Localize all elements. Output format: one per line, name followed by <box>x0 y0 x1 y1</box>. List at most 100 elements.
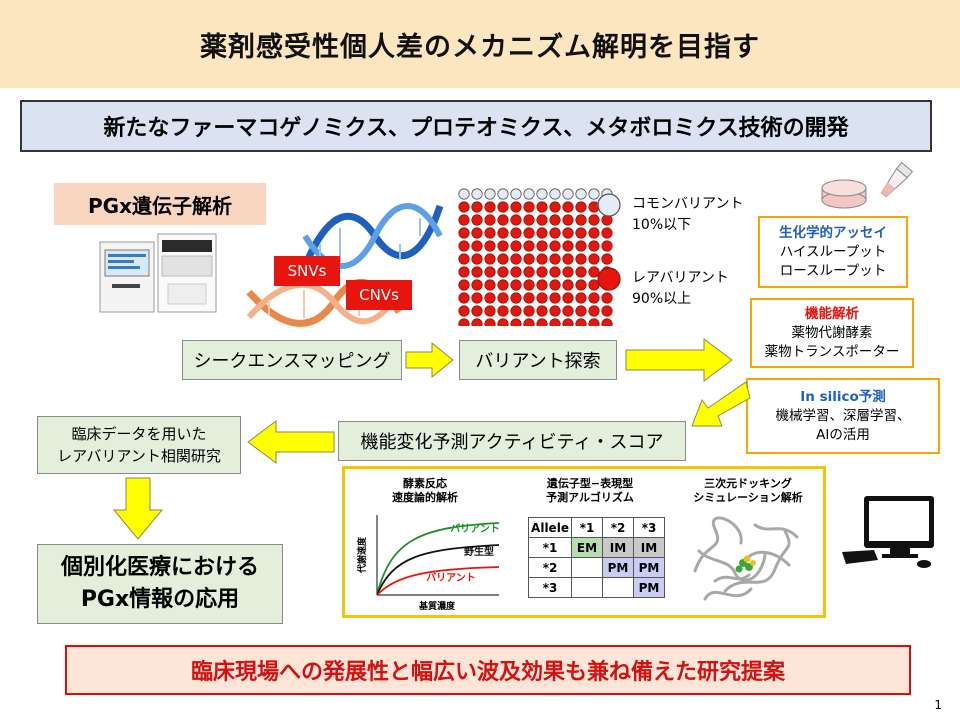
clinical-correlation-line2: レアバリアント相関研究 <box>57 447 221 465</box>
genotype-title-line2: 予測アルゴリズム <box>546 491 634 504</box>
common-variant-dot <box>458 188 470 200</box>
common-variant-legend: コモンバリアント 10%以下 <box>632 194 743 236</box>
rare-variant-dot <box>536 279 548 291</box>
common-variant-dot-icon <box>597 193 621 217</box>
rare-variant-dot <box>471 318 483 326</box>
kinetics-curve-wildtype <box>376 544 500 596</box>
rare-variant-dot <box>510 279 522 291</box>
rare-variant-dot <box>497 227 509 239</box>
kinetics-curve-variant-low <box>376 566 500 596</box>
activity-score-box: 機能変化予測アクティビティ・スコア <box>338 421 686 461</box>
rare-variant-dot <box>549 318 561 326</box>
kinetics-title-line1: 酵素反応 <box>403 477 447 490</box>
common-variant-dot <box>549 188 561 200</box>
rare-variant-dot <box>575 240 587 252</box>
rare-variant-dot <box>458 227 470 239</box>
arrow-down-icon <box>112 477 164 540</box>
rare-variant-dot <box>497 292 509 304</box>
rare-variant-dot <box>536 227 548 239</box>
snvs-tag-text: SNVs <box>287 262 327 280</box>
table-row: *3 PM <box>528 577 665 598</box>
genotype-cell <box>571 557 603 578</box>
in-silico-box: In silico予測 機械学習、深層学習、 AIの活用 <box>746 378 940 454</box>
rare-variant-dot <box>575 266 587 278</box>
functional-analysis-line2: 薬物トランスポーター <box>764 343 900 360</box>
rare-variant-dot <box>562 240 574 252</box>
rare-variant-dot <box>588 266 600 278</box>
cnvs-tag-text: CNVs <box>359 286 399 304</box>
rare-variant-dot <box>536 318 548 326</box>
common-variant-dot <box>575 188 587 200</box>
slide-subtitle: 新たなファーマコゲノミクス、プロテオミクス、メタボロミクス技術の開発 <box>103 116 849 141</box>
rare-variant-dot <box>588 305 600 317</box>
rare-variant-dot <box>497 240 509 252</box>
rare-variant-dot <box>471 279 483 291</box>
genotype-cell <box>602 577 634 598</box>
sequence-mapping-box: シークエンスマッピング <box>182 340 402 380</box>
rare-variant-dot <box>562 318 574 326</box>
rare-variant-dot <box>510 240 522 252</box>
snvs-tag: SNVs <box>274 256 340 286</box>
rare-variant-dot <box>523 214 535 226</box>
rare-variant-dot <box>523 279 535 291</box>
genotype-title: 遺伝子型−表現型 予測アルゴリズム <box>525 477 655 505</box>
rare-variant-dot <box>588 318 600 326</box>
genotype-cell: IM <box>602 537 634 558</box>
rare-variant-dot <box>536 305 548 317</box>
rare-variant-percent: 90%以上 <box>632 291 692 307</box>
genotype-header-2: *2 <box>602 517 634 538</box>
rare-variant-dot <box>484 292 496 304</box>
rare-variant-dot <box>549 266 561 278</box>
page-number: 1 <box>934 698 942 712</box>
variant-dots <box>458 188 613 326</box>
rare-variant-dot <box>510 227 522 239</box>
rare-variant-dot <box>588 214 600 226</box>
common-variant-dot <box>562 188 574 200</box>
pgx-application-box: 個別化医療における PGx情報の応用 <box>37 544 283 624</box>
arrow-right-1-icon <box>405 341 454 379</box>
rare-variant-dot <box>458 240 470 252</box>
rare-variant-dot <box>549 253 561 265</box>
rare-variant-dot <box>510 201 522 213</box>
rare-variant-label: レアバリアント <box>632 270 729 286</box>
analysis-panel: 酵素反応 速度論的解析 代謝速度 基質濃度 バリアント 野生型 バリアント 遺伝… <box>342 466 826 618</box>
rare-variant-dot <box>458 279 470 291</box>
arrow-right-2-icon <box>625 338 733 382</box>
kinetics-x-label: 基質濃度 <box>418 600 456 612</box>
kinetics-title-line2: 速度論的解析 <box>392 491 458 504</box>
rare-variant-dot <box>471 292 483 304</box>
kinetics-chart: 代謝速度 基質濃度 バリアント 野生型 バリアント <box>356 515 500 612</box>
docking-title: 三次元ドッキング シミュレーション解析 <box>675 477 821 505</box>
functional-analysis-line1: 薬物代謝酵素 <box>791 324 873 341</box>
in-silico-line1: 機械学習、深層学習、 <box>775 407 911 424</box>
rare-variant-dot-icon <box>597 267 621 291</box>
rare-variant-dot <box>575 305 587 317</box>
common-variant-dot <box>588 188 600 200</box>
rare-variant-dot <box>497 318 509 326</box>
genotype-table: Allele *1 *2 *3 *1 EM IM IM *2 PM PM *3 … <box>528 517 665 598</box>
rare-variant-dot <box>549 279 561 291</box>
rare-variant-dot <box>562 279 574 291</box>
kinetics-curve-variant-high <box>376 522 500 596</box>
rare-variant-dot <box>523 227 535 239</box>
rare-variant-dot <box>549 305 561 317</box>
rare-variant-dot <box>523 305 535 317</box>
rare-variant-dot <box>497 305 509 317</box>
arrow-left-icon <box>247 420 335 464</box>
rare-variant-dot <box>497 279 509 291</box>
pgx-application-line2: PGx情報の応用 <box>80 587 240 612</box>
docking-title-line1: 三次元ドッキング <box>704 477 792 490</box>
kinetics-label-variant-high: バリアント <box>450 523 500 535</box>
rare-variant-dot <box>497 214 509 226</box>
common-variant-dot <box>510 188 522 200</box>
rare-variant-dot <box>588 292 600 304</box>
rare-variant-dot <box>497 253 509 265</box>
rare-variant-dot <box>601 227 613 239</box>
rare-variant-dot <box>510 266 522 278</box>
biochemical-assay-line2: ロースループット <box>779 262 887 279</box>
rare-variant-dot <box>601 253 613 265</box>
genotype-cell: PM <box>602 557 634 578</box>
rare-variant-dot <box>458 253 470 265</box>
rare-variant-dot <box>562 253 574 265</box>
kinetics-y-label: 代謝速度 <box>356 536 368 574</box>
